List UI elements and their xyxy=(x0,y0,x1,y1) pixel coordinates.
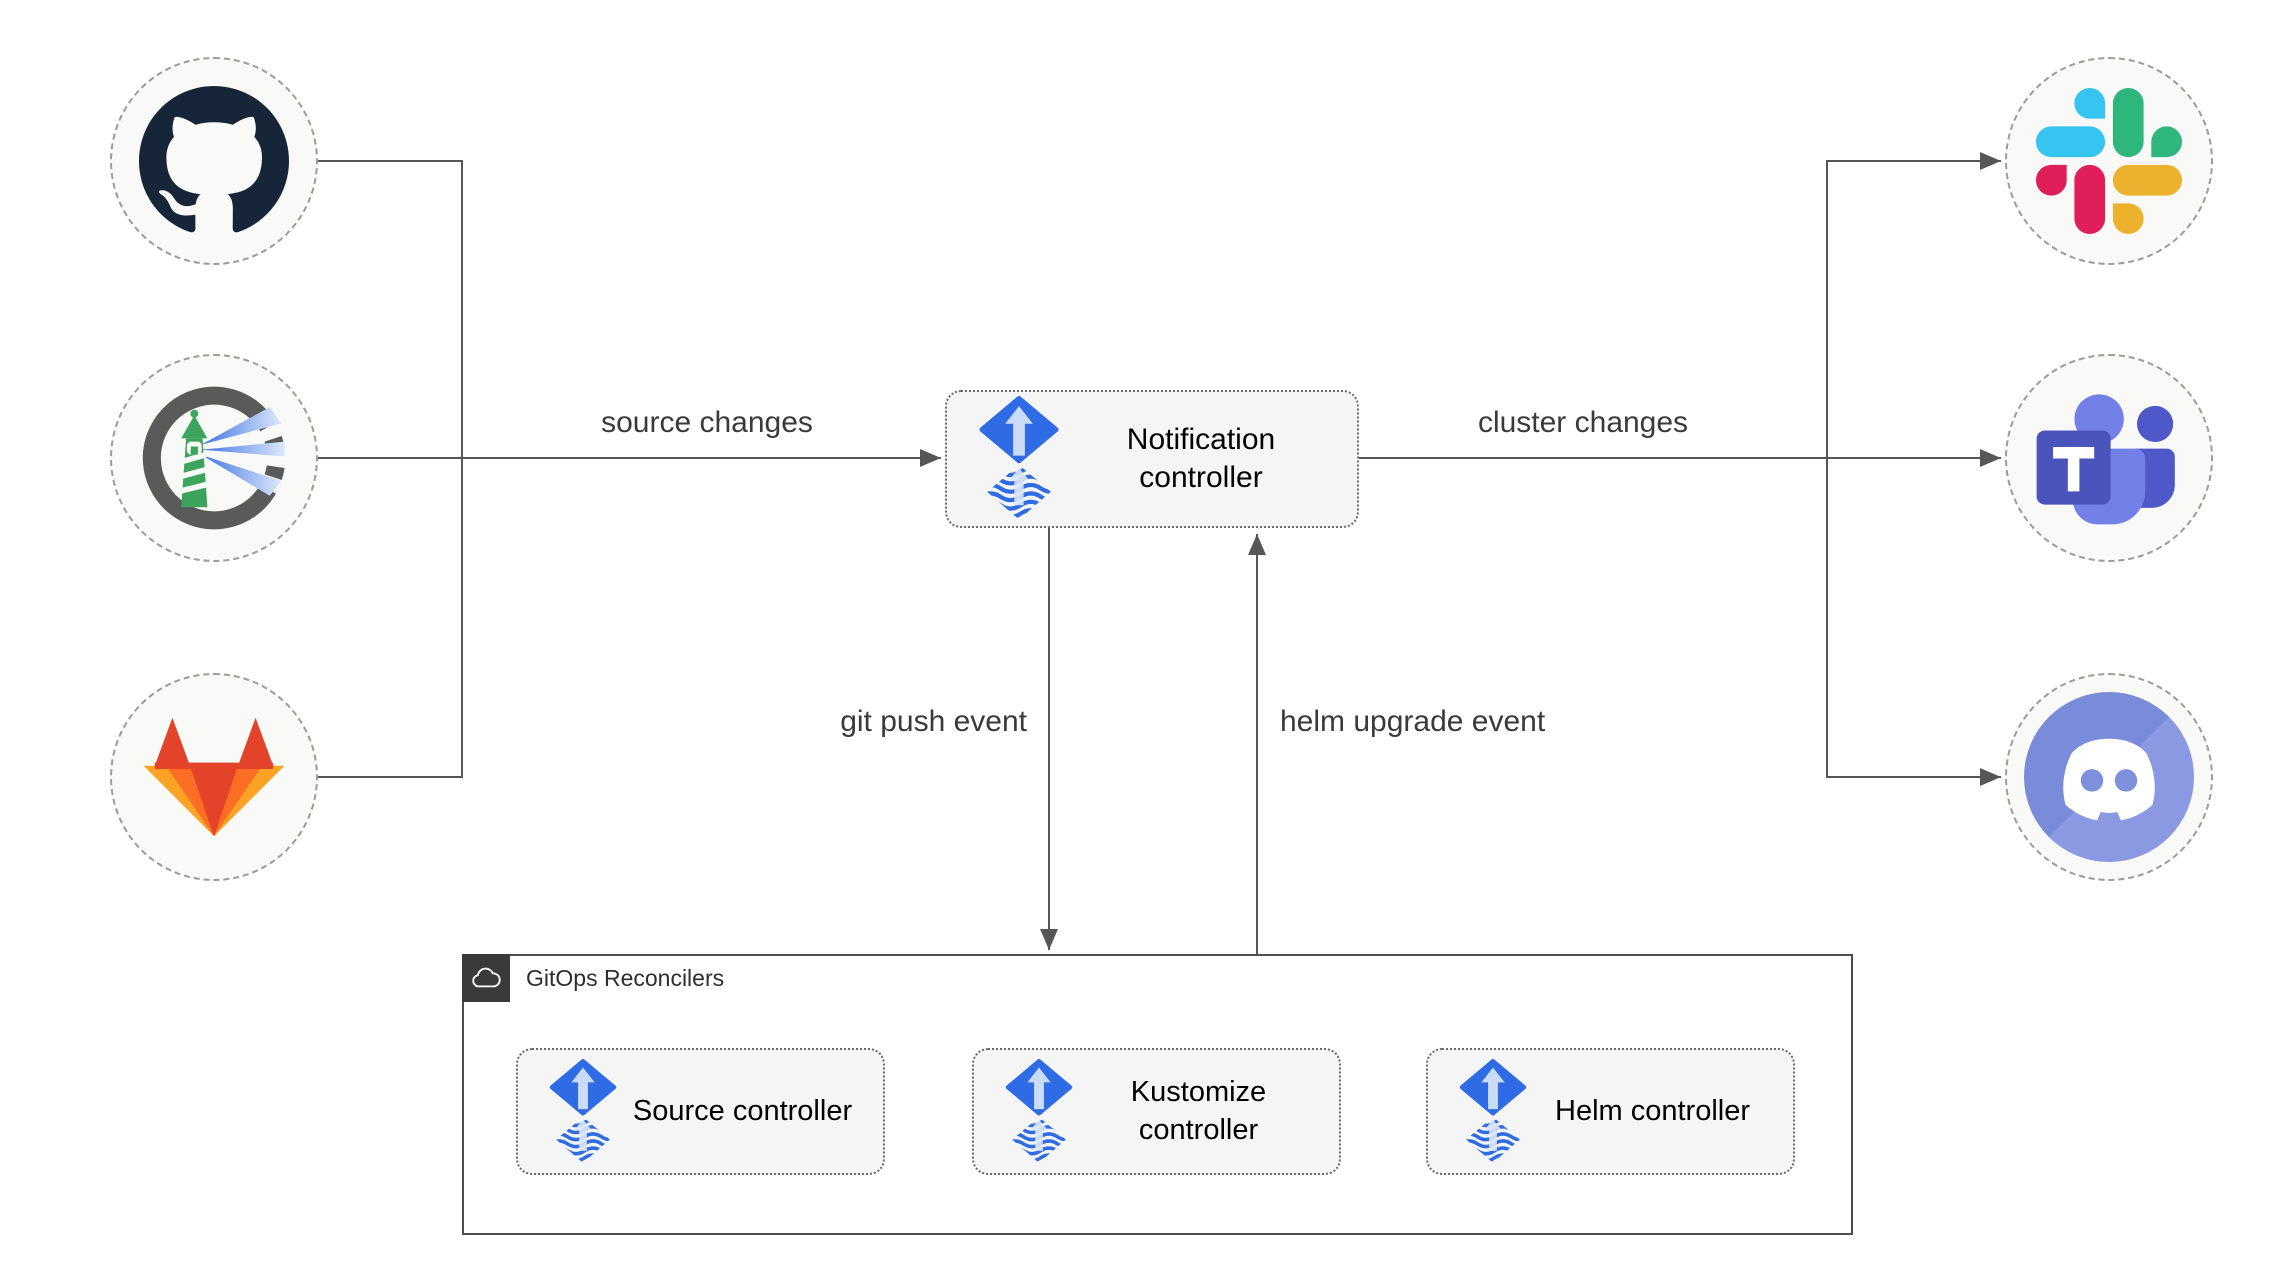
node-notification-controller[interactable]: Notification controller xyxy=(945,390,1359,528)
slack-icon xyxy=(2036,88,2182,234)
edge-label-cluster-changes: cluster changes xyxy=(1477,406,1689,439)
node-teams[interactable] xyxy=(2005,354,2213,562)
helm-controller-label: Helm controller xyxy=(1555,1094,1750,1127)
flux-icon xyxy=(1459,1058,1527,1163)
notification-controller-label: Notification controller xyxy=(1126,422,1276,494)
cloud-tab xyxy=(462,954,510,1002)
gitops-reconcilers-title: GitOps Reconcilers xyxy=(526,964,725,991)
gitlab-icon xyxy=(143,717,285,837)
flux-icon xyxy=(549,1058,617,1163)
flux-icon xyxy=(1005,1058,1073,1163)
flux-icon xyxy=(979,396,1059,520)
microsoft-teams-icon xyxy=(2036,393,2175,524)
node-gitlab[interactable] xyxy=(110,673,318,881)
node-source-controller[interactable]: Source controller xyxy=(516,1048,885,1175)
node-harbor[interactable] xyxy=(110,354,318,562)
github-icon xyxy=(139,86,289,233)
node-github[interactable] xyxy=(110,57,318,265)
gitops-reconcilers-container[interactable]: GitOps Reconcilers Source controller xyxy=(462,954,1853,1235)
kustomize-controller-label: Kustomize controller xyxy=(1130,1076,1267,1146)
cloud-icon xyxy=(472,967,501,988)
harbor-icon xyxy=(142,386,285,530)
edge-label-helm-upgrade-event: helm upgrade event xyxy=(1280,705,1546,738)
node-discord[interactable] xyxy=(2005,673,2213,881)
edge-label-source-changes: source changes xyxy=(601,406,813,439)
node-kustomize-controller[interactable]: Kustomize controller xyxy=(972,1048,1341,1175)
edge-label-git-push-event: git push event xyxy=(840,705,1027,738)
discord-icon xyxy=(2024,692,2194,862)
node-slack[interactable] xyxy=(2005,57,2213,265)
source-controller-label: Source controller xyxy=(632,1094,853,1127)
node-helm-controller[interactable]: Helm controller xyxy=(1426,1048,1795,1175)
